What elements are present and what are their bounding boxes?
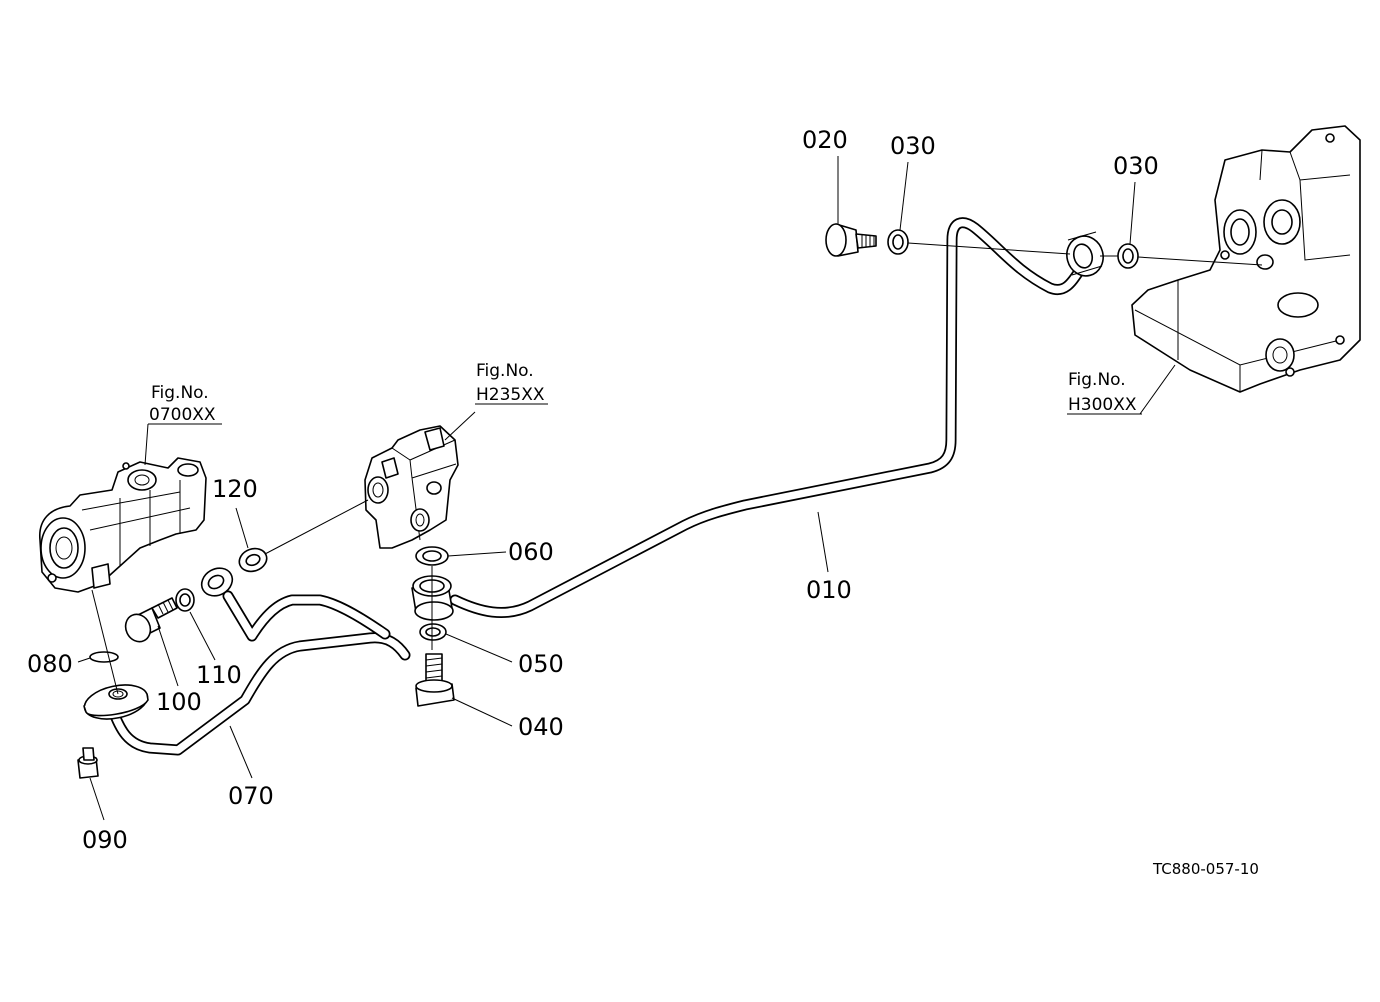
plug-bolt-020 xyxy=(825,223,877,257)
part-label-090: 090 xyxy=(82,826,128,854)
leader-010 xyxy=(817,511,829,573)
axis-line-080 xyxy=(91,589,119,695)
o-ring-080 xyxy=(89,651,119,663)
part-label-050: 050 xyxy=(518,650,564,678)
part-label-120: 120 xyxy=(212,475,258,503)
leader-valve-fig xyxy=(444,411,476,441)
washer-030-b xyxy=(1117,243,1139,269)
part-label-060: 060 xyxy=(508,538,554,566)
flange-070 xyxy=(83,684,149,720)
leader-120 xyxy=(235,507,249,549)
leader-110 xyxy=(189,611,216,661)
washer-050 xyxy=(419,623,447,641)
axis-line-120 xyxy=(264,499,369,555)
leader-040 xyxy=(451,697,513,727)
fig-ref-valve: Fig.No. H235XX xyxy=(475,361,548,405)
fig-ref-housing-line1: Fig.No. xyxy=(1068,370,1126,390)
part-label-100: 100 xyxy=(156,688,202,716)
fig-ref-pump-line1: Fig.No. xyxy=(151,383,209,403)
hydraulic-pump xyxy=(39,457,207,593)
leader-100 xyxy=(157,625,179,687)
drawing-code: TC880-057-10 xyxy=(1152,860,1259,878)
washer-030-a xyxy=(887,229,909,255)
part-label-030-b: 030 xyxy=(1113,152,1159,180)
leader-090 xyxy=(89,777,105,821)
leader-050 xyxy=(445,633,513,663)
leader-030-b xyxy=(1129,181,1136,245)
part-label-110: 110 xyxy=(196,661,242,689)
pipe-070 xyxy=(106,590,411,756)
fig-ref-valve-line1: Fig.No. xyxy=(476,361,534,381)
part-label-040: 040 xyxy=(518,713,564,741)
hydraulic-housing xyxy=(1131,125,1361,393)
part-label-070: 070 xyxy=(228,782,274,810)
part-label-030-a: 030 xyxy=(890,132,936,160)
leader-060 xyxy=(447,551,507,557)
pipe-010 xyxy=(449,217,1086,619)
leader-housing-fig xyxy=(1139,364,1176,415)
washer-120 xyxy=(238,547,268,573)
leader-pump-fig xyxy=(144,423,149,466)
leader-080 xyxy=(77,657,91,663)
fig-ref-housing: Fig.No. H300XX xyxy=(1067,370,1142,415)
banjo-fitting-010-end xyxy=(1066,231,1104,277)
axis-line-020 xyxy=(907,242,1263,266)
fig-ref-pump-line2: 0700XX xyxy=(149,405,216,425)
washer-110 xyxy=(175,588,195,612)
banjo-fitting-070 xyxy=(200,567,234,597)
leader-070 xyxy=(229,725,253,779)
leader-030-a xyxy=(899,161,909,231)
fig-ref-pump: Fig.No. 0700XX xyxy=(148,383,222,425)
banjo-bolt-040 xyxy=(415,653,455,707)
fig-ref-housing-line2: H300XX xyxy=(1068,395,1137,415)
fitting-090 xyxy=(77,747,99,779)
part-label-010: 010 xyxy=(806,576,852,604)
part-label-020: 020 xyxy=(802,126,848,154)
fig-ref-valve-line2: H235XX xyxy=(476,385,545,405)
part-label-080: 080 xyxy=(27,650,73,678)
banjo-bolt-100 xyxy=(124,597,178,643)
control-valve xyxy=(364,425,459,549)
washer-060 xyxy=(415,546,449,566)
